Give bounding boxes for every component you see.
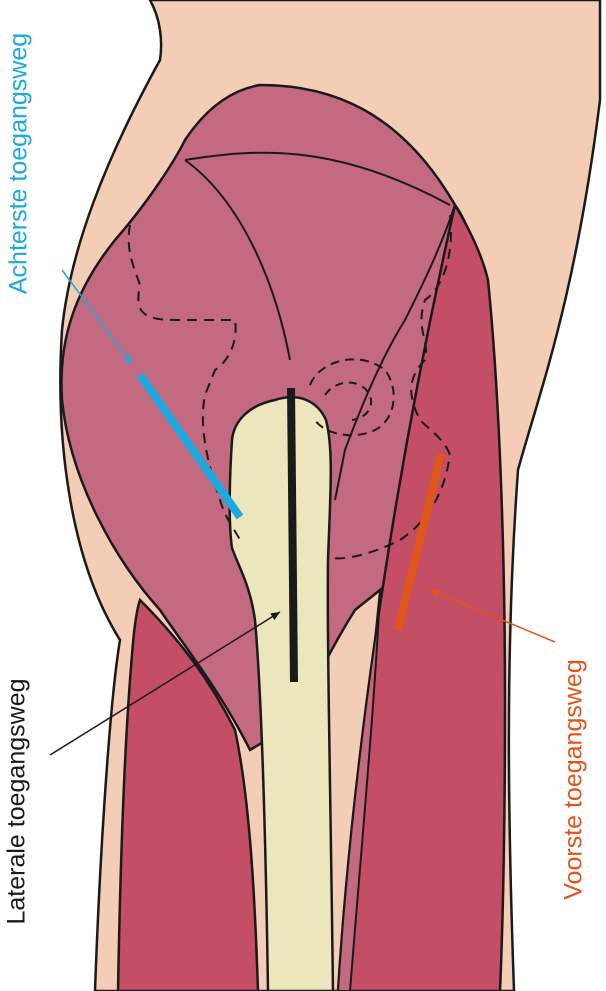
lateral-approach-label: Laterale toegangsweg (5, 667, 30, 937)
anterior-approach-label: Voorste toegangsweg (562, 630, 587, 930)
posterior-approach-label: Achterste toegangsweg (7, 14, 32, 314)
lateral-incision (291, 388, 294, 682)
